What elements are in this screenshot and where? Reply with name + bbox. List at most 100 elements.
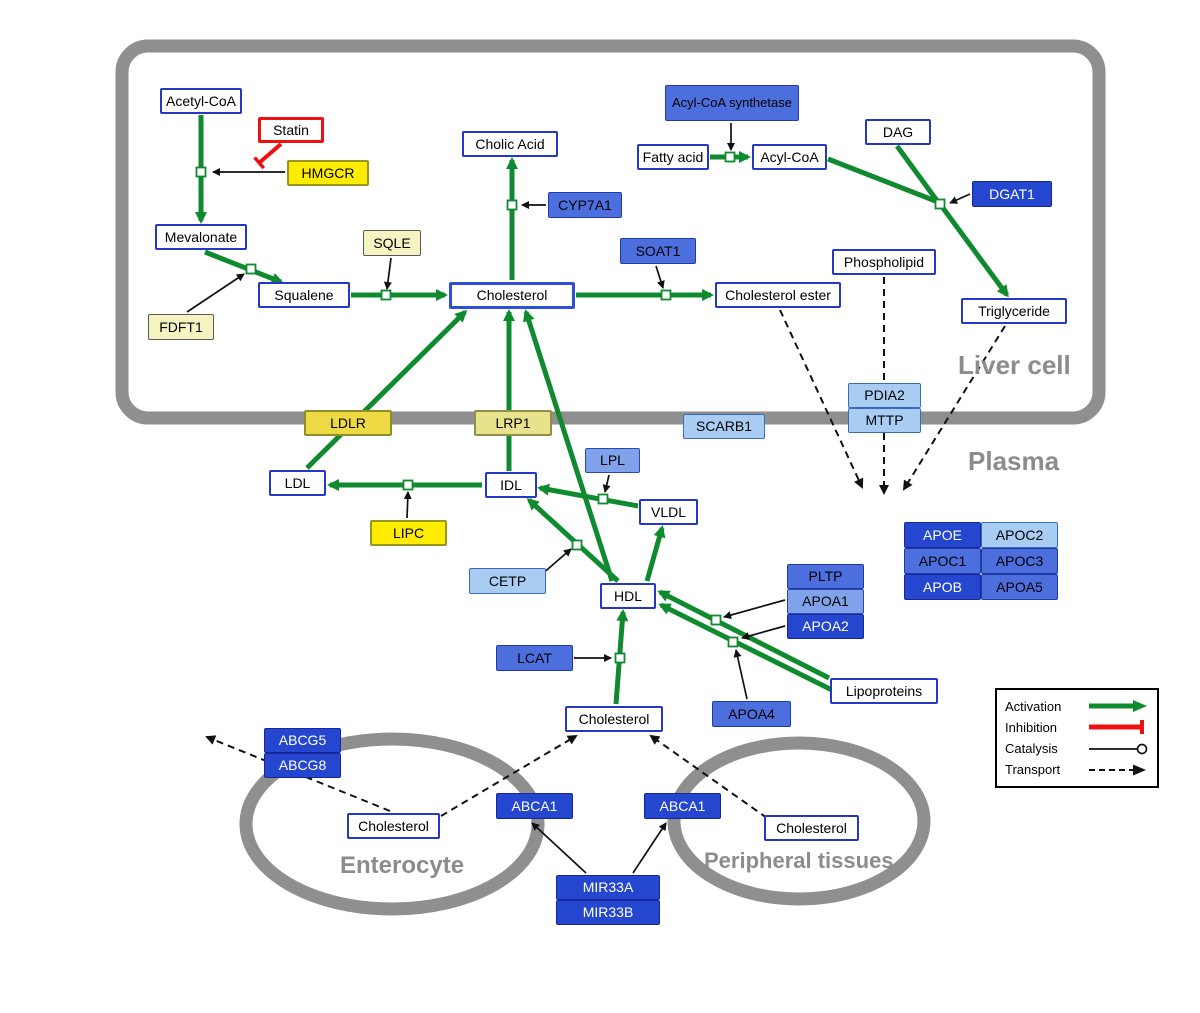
- node-abcg5[interactable]: ABCG5: [264, 728, 341, 753]
- activation-arrow-icon: [1089, 700, 1147, 712]
- reaction-junction-9: [571, 539, 583, 551]
- edge-catalysis-38: [733, 649, 748, 700]
- inhibition-tbar-icon: [1089, 720, 1144, 735]
- legend-row-transport: Transport: [1005, 760, 1149, 780]
- reaction-junction-10: [614, 652, 626, 664]
- edge-catalysis-27: [383, 257, 392, 290]
- legend-inhibition-label: Inhibition: [1005, 719, 1058, 735]
- node-lcat[interactable]: LCAT: [496, 645, 573, 671]
- edge-catalysis-32: [602, 474, 611, 493]
- edge-catalysis-39: [531, 822, 587, 874]
- edge-catalysis-29: [655, 265, 665, 289]
- node-lpl[interactable]: LPL: [585, 448, 640, 473]
- node-apoa5[interactable]: APOA5: [981, 574, 1058, 600]
- transport-dashed-arrow-icon: [1089, 764, 1146, 776]
- node-cholesterol-ester[interactable]: Cholesterol ester: [715, 282, 841, 308]
- node-mir33b[interactable]: MIR33B: [556, 900, 660, 925]
- node-idl[interactable]: IDL: [485, 472, 537, 498]
- legend-row-activation: Activation: [1005, 696, 1149, 716]
- junction-layer: [195, 151, 946, 664]
- reaction-junction-0: [195, 166, 207, 178]
- node-cetp[interactable]: CETP: [469, 568, 546, 594]
- edge-catalysis-33: [403, 491, 412, 519]
- node-apoe[interactable]: APOE: [904, 522, 981, 548]
- peripheral-tissues-label: Peripheral tissues: [704, 848, 894, 873]
- node-cholic-acid[interactable]: Cholic Acid: [462, 131, 558, 157]
- edge-activation-17: [658, 602, 836, 694]
- edge-activation-14: [644, 525, 666, 582]
- node-apoa4[interactable]: APOA4: [712, 701, 791, 727]
- node-apoa2[interactable]: APOA2: [787, 614, 864, 639]
- node-cholesterol-peripheral[interactable]: Cholesterol: [764, 815, 859, 841]
- node-statin[interactable]: Statin: [258, 117, 324, 143]
- node-apoc2[interactable]: APOC2: [981, 522, 1058, 548]
- edge-activation-1: [204, 249, 284, 285]
- liver-cell-label: Liver cell: [958, 350, 1071, 380]
- node-soat1[interactable]: SOAT1: [620, 238, 696, 264]
- node-sqle[interactable]: SQLE: [363, 230, 421, 256]
- reaction-junction-1: [245, 263, 257, 275]
- node-apob[interactable]: APOB: [904, 574, 981, 600]
- edge-transport-21: [902, 325, 1006, 491]
- node-fdft1[interactable]: FDFT1: [148, 314, 214, 340]
- node-squalene[interactable]: Squalene: [258, 282, 350, 308]
- node-ldlr[interactable]: LDLR: [304, 410, 392, 436]
- enterocyte-label: Enterocyte: [340, 852, 465, 879]
- node-apoc3[interactable]: APOC3: [981, 548, 1058, 574]
- node-pltp[interactable]: PLTP: [787, 564, 864, 589]
- node-apoa1[interactable]: APOA1: [787, 589, 864, 614]
- node-phospholipid[interactable]: Phospholipid: [832, 249, 936, 275]
- node-lrp1[interactable]: LRP1: [474, 410, 552, 436]
- reaction-junction-6: [934, 198, 946, 210]
- node-vldl[interactable]: VLDL: [639, 499, 698, 525]
- edge-catalysis-36: [723, 599, 786, 619]
- edge-transport-19: [779, 309, 864, 489]
- node-lipoproteins[interactable]: Lipoproteins: [830, 678, 938, 704]
- node-mevalonate[interactable]: Mevalonate: [155, 224, 247, 250]
- node-cyp7a1[interactable]: CYP7A1: [548, 192, 622, 218]
- node-dgat1[interactable]: DGAT1: [972, 181, 1052, 207]
- edge-inhibition-41: [253, 142, 283, 170]
- edge-catalysis-31: [949, 193, 971, 204]
- node-abcg8[interactable]: ABCG8: [264, 753, 341, 778]
- node-hdl[interactable]: HDL: [600, 583, 656, 609]
- edge-catalysis-37: [741, 625, 786, 640]
- edge-catalysis-26: [186, 273, 245, 313]
- edge-activation-8: [937, 202, 1010, 298]
- node-triglyceride[interactable]: Triglyceride: [961, 298, 1067, 324]
- reaction-junction-7: [402, 479, 414, 491]
- plasma-label: Plasma: [968, 446, 1060, 476]
- peripheral-tissues-membrane: [667, 736, 931, 906]
- catalysis-circle-icon: [1089, 743, 1148, 755]
- node-ldl[interactable]: LDL: [269, 470, 326, 496]
- reaction-junction-5: [724, 151, 736, 163]
- node-mir33a[interactable]: MIR33A: [556, 875, 660, 900]
- edge-transport-23: [440, 734, 578, 817]
- node-dag[interactable]: DAG: [865, 119, 931, 145]
- edge-catalysis-40: [632, 822, 667, 874]
- node-pdia2[interactable]: PDIA2: [848, 383, 921, 408]
- node-abca1-peripheral[interactable]: ABCA1: [644, 793, 721, 819]
- node-cholesterol-plasma[interactable]: Cholesterol: [565, 706, 663, 732]
- node-scarb1[interactable]: SCARB1: [683, 414, 765, 439]
- edge-catalysis-34: [540, 548, 572, 576]
- node-apoc1[interactable]: APOC1: [904, 548, 981, 574]
- node-cholesterol-enterocyte[interactable]: Cholesterol: [347, 813, 440, 839]
- node-acyl-coa[interactable]: Acyl-CoA: [752, 144, 827, 170]
- node-mttp[interactable]: MTTP: [848, 408, 921, 433]
- node-fatty-acid[interactable]: Fatty acid: [637, 144, 709, 170]
- node-hmgcr[interactable]: HMGCR: [287, 160, 369, 186]
- legend-row-inhibition: Inhibition: [1005, 717, 1149, 737]
- liver-cell-membrane: [115, 39, 1106, 425]
- node-acetyl-coa[interactable]: Acetyl-CoA: [160, 88, 242, 114]
- edge-activation-7: [894, 144, 941, 204]
- reaction-junction-12: [727, 636, 739, 648]
- edge-activation-6: [827, 156, 939, 205]
- reaction-junction-3: [506, 199, 518, 211]
- node-cholesterol-liver[interactable]: Cholesterol: [449, 282, 575, 309]
- node-abca1-enterocyte[interactable]: ABCA1: [496, 793, 573, 819]
- node-acyl-coa-synthetase[interactable]: Acyl-CoA synthetase: [665, 85, 799, 121]
- node-lipc[interactable]: LIPC: [370, 520, 447, 546]
